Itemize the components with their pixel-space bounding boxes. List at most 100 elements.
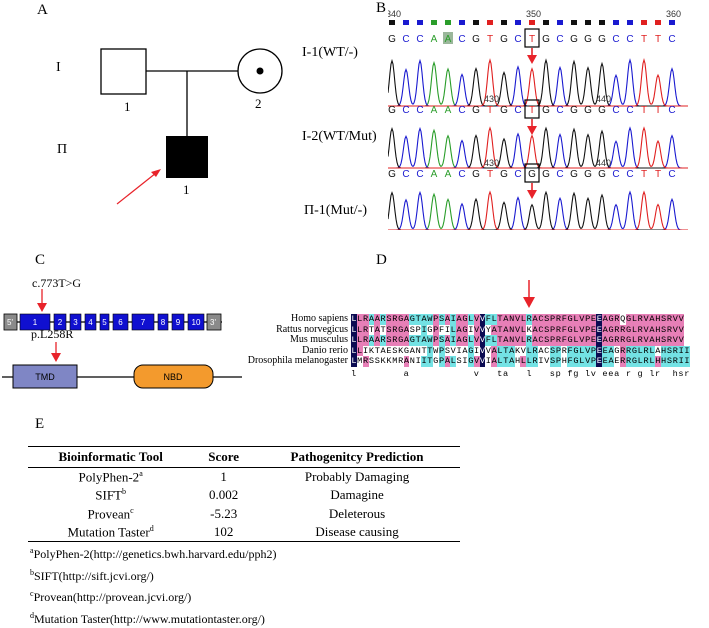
individual-number-II1: 1 [183, 182, 190, 198]
footnote: dMutation Taster(http://www.mutationtast… [30, 607, 460, 628]
tool-name: SIFT [95, 488, 122, 503]
base-call: C [458, 105, 465, 116]
alignment-row: LMRSSKKMRANIITGPALSIGVVIALTAHLLRIVSPHFGL… [351, 356, 695, 367]
nbd-label: NBD [163, 372, 183, 382]
tool-cell: SIFTb [28, 486, 193, 504]
base-color-tick [487, 20, 493, 25]
exon-label: 1 [33, 318, 38, 327]
alignment-row: LLRTATSRGASPIGPFILAGIVVYATANVLKACSPRFGLV… [351, 325, 695, 336]
base-color-tick [445, 20, 451, 25]
prediction-cell: Deleterous [254, 505, 460, 523]
base-call: G [388, 34, 396, 45]
mutation-arrow-head [527, 190, 537, 199]
base-call: G [584, 34, 592, 45]
base-call: G [570, 169, 578, 180]
exon-label: 9 [176, 318, 181, 327]
base-call: G [584, 105, 592, 116]
alignment-residue: I [684, 346, 690, 357]
base-call: A [431, 105, 438, 116]
base-call: G [542, 169, 550, 180]
base-call: C [514, 169, 521, 180]
alignment-residue: V [678, 335, 684, 346]
generation-label-2: Π [57, 142, 67, 158]
table-header: Bioinformatic Tool [28, 447, 193, 468]
base-call: G [598, 34, 606, 45]
base-call: G [500, 34, 508, 45]
prediction-cell: Disease causing [254, 523, 460, 542]
trace-label-I2: I-2(WT/Mut) [302, 129, 377, 145]
base-call: T [655, 169, 661, 180]
score-cell: -5.23 [193, 505, 254, 523]
mutation-arrow-head [527, 55, 537, 64]
footnotes: aPolyPhen-2(http://genetics.bwh.harvard.… [30, 542, 460, 628]
alignment-residue: V [678, 325, 684, 336]
cdna-arrow-head [37, 303, 47, 312]
panel-label-d: D [376, 252, 387, 269]
base-call: G [500, 169, 508, 180]
tool-name: Provean [88, 506, 131, 521]
base-call: T [655, 34, 661, 45]
base-color-tick [459, 20, 465, 25]
prediction-cell: Probably Damaging [254, 468, 460, 487]
base-call: C [416, 105, 423, 116]
base-call: G [542, 105, 550, 116]
base-call: T [529, 34, 535, 45]
utr5-label: 5' [7, 318, 13, 327]
alignment-row: LLRAARSRGAGTAWPSAIAGLVVFLTANVLRACSPRFGLV… [351, 335, 695, 346]
base-color-tick [417, 20, 423, 25]
base-call: A [431, 169, 438, 180]
trace-a [388, 130, 688, 168]
chrom-position-label: 360 [666, 10, 681, 19]
utr3-label: 3' [210, 318, 216, 327]
base-call: C [458, 34, 465, 45]
base-color-tick [473, 20, 479, 25]
score-cell: 0.002 [193, 486, 254, 504]
base-call: G [472, 105, 480, 116]
base-color-tick [529, 20, 535, 25]
base-call: A [445, 105, 452, 116]
base-call: G [570, 105, 578, 116]
tool-name: PolyPhen-2 [79, 469, 140, 484]
tool-footnote-marker: d [150, 524, 154, 533]
base-call: C [612, 105, 619, 116]
base-color-tick [403, 20, 409, 25]
pedigree-male-I1 [101, 49, 146, 94]
base-call: G [388, 169, 396, 180]
base-call: T [487, 34, 493, 45]
exon-label: 10 [192, 318, 201, 327]
base-call: G [598, 169, 606, 180]
species-name: Drosophila melanogaster [230, 356, 348, 367]
panel-label-b: B [376, 0, 386, 17]
alignment-residue: I [684, 356, 690, 367]
base-call: C [556, 105, 563, 116]
base-call: C [514, 105, 521, 116]
base-color-tick [515, 20, 521, 25]
footnote: aPolyPhen-2(http://genetics.bwh.harvard.… [30, 542, 460, 564]
carrier-dot [257, 68, 264, 75]
prediction-cell: Damagine [254, 486, 460, 504]
base-call: C [668, 34, 675, 45]
base-call: C [402, 34, 409, 45]
panel-label-c: C [35, 252, 45, 269]
individual-number-I2: 2 [255, 96, 262, 112]
alignment-row: LLIKTAESKGANTTWPSVIAGIVVALTAKVLRACSPRFGL… [351, 346, 695, 357]
exon-label: 6 [118, 318, 123, 327]
base-call: C [626, 34, 633, 45]
base-color-tick [389, 20, 395, 25]
species-list: Homo sapiens Rattus norvegicus Mus muscu… [230, 314, 348, 367]
base-call: T [487, 105, 493, 116]
base-call: T [641, 105, 647, 116]
base-color-tick [627, 20, 633, 25]
chrom-position-label: 440 [596, 158, 611, 168]
base-call: C [402, 169, 409, 180]
base-call: G [500, 105, 508, 116]
exon-label: 3 [73, 318, 78, 327]
exon-label: 8 [161, 318, 166, 327]
score-cell: 1 [193, 468, 254, 487]
base-call: C [556, 169, 563, 180]
pedigree-chart [90, 40, 300, 210]
footnote: cProvean(http://provean.jcvi.org/) [30, 585, 460, 607]
